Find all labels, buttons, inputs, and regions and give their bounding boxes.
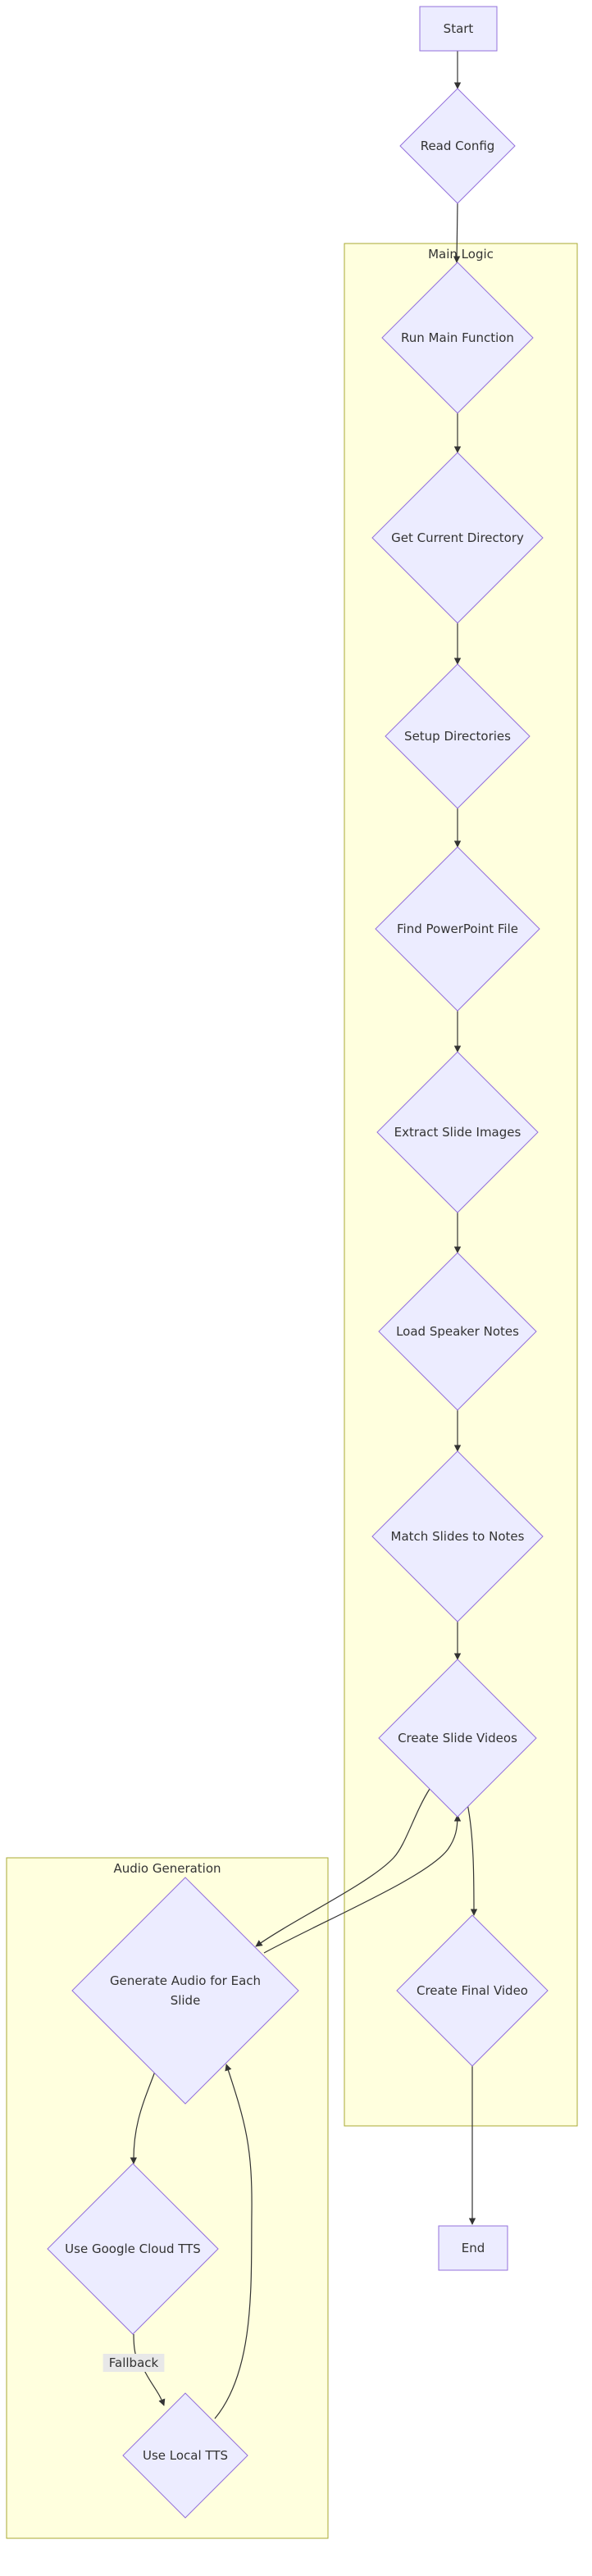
node-label: Match Slides to Notes <box>391 1529 525 1544</box>
node-diamond <box>396 1914 549 2067</box>
node-diamond <box>378 1659 537 1818</box>
node-find-ppt: Find PowerPoint File <box>375 846 540 1012</box>
node-google-tts: Use Google Cloud TTS <box>47 2163 219 2335</box>
node-label: Load Speaker Notes <box>396 1324 519 1339</box>
node-label: Use Local TTS <box>143 2448 228 2463</box>
node-diamond <box>385 663 531 809</box>
node-local-tts: Use Local TTS <box>122 2392 248 2519</box>
node-diamond <box>378 1252 537 1411</box>
edge-create-slide-videos-to-create-final <box>467 1803 478 1916</box>
node-diamond <box>371 452 544 624</box>
node-diamond <box>122 2392 248 2519</box>
node-diamond <box>71 1877 299 2105</box>
cluster-title: Audio Generation <box>113 1861 221 1876</box>
node-diamond <box>381 262 534 414</box>
node-diamond <box>47 2163 219 2335</box>
node-label: Read Config <box>421 139 495 153</box>
node-create-final: Create Final Video <box>396 1914 549 2067</box>
node-diamond <box>375 846 540 1012</box>
node-get-dir: Get Current Directory <box>371 452 544 624</box>
node-label: Find PowerPoint File <box>397 922 518 936</box>
node-end: End <box>438 2225 508 2271</box>
edge-read-config-to-run-main <box>453 203 461 263</box>
edge-gen-audio-to-create-slide-videos <box>263 1814 462 1954</box>
node-diamond <box>371 1450 544 1623</box>
node-match-slides: Match Slides to Notes <box>371 1450 544 1623</box>
node-diamond <box>399 88 516 204</box>
node-label: Create Final Video <box>417 1983 528 1998</box>
node-label: End <box>462 2241 485 2255</box>
node-label: Get Current Directory <box>391 530 524 545</box>
node-read-config: Read Config <box>399 88 516 204</box>
edge-local-tts-to-gen-audio <box>214 2064 253 2419</box>
edge-create-slide-videos-to-gen-audio <box>255 1788 430 1947</box>
node-load-notes: Load Speaker Notes <box>378 1252 537 1411</box>
cluster-title: Main Logic <box>428 247 494 262</box>
node-label: Extract Slide Images <box>394 1125 521 1140</box>
node-start: Start <box>419 6 498 52</box>
node-run-main: Run Main Function <box>381 262 534 414</box>
edge-label-text: Fallback <box>109 2355 159 2370</box>
node-label: Create Slide Videos <box>398 1731 517 1745</box>
node-label: Generate Audio for Each <box>110 1973 261 1988</box>
node-label: Start <box>444 21 474 36</box>
edge-google-tts-to-local-tts <box>133 2333 166 2406</box>
node-create-slide-videos: Create Slide Videos <box>378 1659 537 1818</box>
node-label: Run Main Function <box>401 330 514 345</box>
edge-label-bg <box>102 2354 165 2372</box>
node-label: Setup Directories <box>404 729 511 744</box>
node-label: Use Google Cloud TTS <box>65 2241 201 2256</box>
node-label: Slide <box>171 1993 201 2008</box>
node-diamond <box>376 1051 539 1213</box>
node-extract-images: Extract Slide Images <box>376 1051 539 1213</box>
edge-label: Fallback <box>102 2354 165 2372</box>
node-setup-dirs: Setup Directories <box>385 663 531 809</box>
node-box <box>438 2225 508 2271</box>
node-box <box>419 6 498 52</box>
edge-gen-audio-to-google-tts <box>130 2069 157 2164</box>
